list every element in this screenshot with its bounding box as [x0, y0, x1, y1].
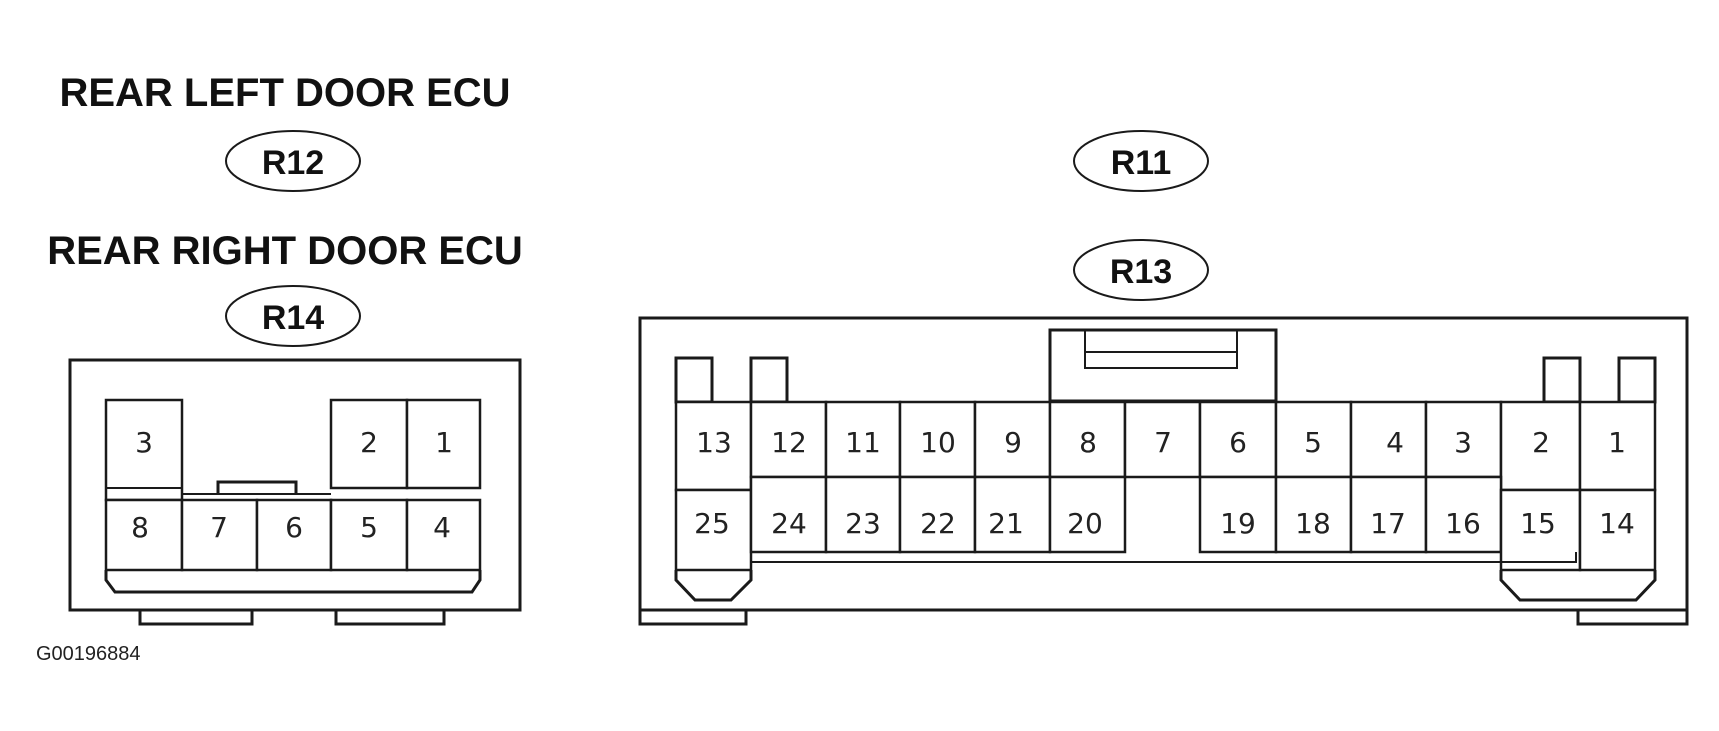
- large-pin-10: 10: [920, 426, 956, 459]
- r11-oval: R11: [1073, 130, 1209, 192]
- large-latch-left: [638, 610, 748, 626]
- large-pin-2: 2: [1532, 426, 1550, 459]
- small-cell-6: [255, 498, 333, 572]
- r12-oval: R12: [225, 130, 361, 192]
- small-pin-6: 6: [285, 511, 303, 544]
- large-pin-1: 1: [1608, 426, 1626, 459]
- large-pin-3: 3: [1454, 426, 1472, 459]
- small-cell-2: [329, 398, 409, 490]
- large-pin-21: 21: [988, 507, 1024, 540]
- large-lock-housing: [1048, 328, 1278, 403]
- small-pin-2: 2: [360, 426, 378, 459]
- large-pin-16: 16: [1445, 507, 1481, 540]
- large-pin-13: 13: [696, 426, 732, 459]
- small-cell-3: [104, 398, 184, 502]
- large-pin-7: 7: [1154, 426, 1172, 459]
- small-latch-left: [138, 610, 254, 626]
- large-pin-9: 9: [1004, 426, 1022, 459]
- large-pin-14: 14: [1599, 507, 1635, 540]
- large-pin-20: 20: [1067, 507, 1103, 540]
- large-pin-17: 17: [1370, 507, 1406, 540]
- small-latch-right: [334, 610, 446, 626]
- rear-left-door-ecu-heading: REAR LEFT DOOR ECU: [59, 71, 510, 115]
- post-2: [749, 356, 789, 404]
- small-shoulder: [104, 570, 482, 594]
- large-latch-right: [1576, 610, 1689, 626]
- small-connector: 3 2 1 8 7 6 5 4: [68, 358, 522, 626]
- r14-label: R14: [262, 299, 324, 337]
- small-cell-7: [180, 498, 259, 572]
- large-pin-18: 18: [1295, 507, 1331, 540]
- small-pin-5: 5: [360, 511, 378, 544]
- small-cell-1: [405, 398, 482, 490]
- small-pin-1: 1: [435, 426, 453, 459]
- large-pin-5: 5: [1304, 426, 1322, 459]
- large-lock-window: [1084, 329, 1238, 369]
- large-pin-25: 25: [694, 507, 730, 540]
- post-1: [674, 356, 714, 404]
- r11-label: R11: [1111, 144, 1172, 182]
- small-cell-4: [405, 498, 482, 572]
- large-pin-11: 11: [845, 426, 881, 459]
- post-4: [1617, 356, 1657, 404]
- large-connector: 13 12 11 10 9 8 7 6 5 4 3 2 1 25 24 23 2…: [638, 316, 1689, 626]
- large-shoulder-right: [1499, 570, 1657, 602]
- small-pin-8: 8: [131, 511, 149, 544]
- rear-right-door-ecu-heading: REAR RIGHT DOOR ECU: [47, 229, 523, 273]
- small-polarizing-key: [216, 480, 298, 494]
- large-pin-4: 4: [1386, 426, 1404, 459]
- large-pin-24: 24: [771, 507, 807, 540]
- small-pin-3: 3: [135, 426, 153, 459]
- large-pin-19: 19: [1220, 507, 1256, 540]
- small-cell-5: [329, 498, 409, 572]
- large-pin-8: 8: [1079, 426, 1097, 459]
- large-pin-23: 23: [845, 507, 881, 540]
- large-shoulder-left: [674, 570, 753, 602]
- large-pin-15: 15: [1520, 507, 1556, 540]
- figure-id: G00196884: [36, 643, 141, 665]
- r13-label: R13: [1110, 253, 1172, 291]
- post-3: [1542, 356, 1582, 404]
- r14-oval: R14: [225, 285, 361, 347]
- r12-label: R12: [262, 144, 324, 182]
- small-pin-7: 7: [210, 511, 228, 544]
- large-pin-22: 22: [920, 507, 956, 540]
- large-pin-12: 12: [771, 426, 807, 459]
- r13-oval: R13: [1073, 239, 1209, 301]
- small-connector-housing: [68, 358, 522, 612]
- small-pin-4: 4: [433, 511, 451, 544]
- large-pin-6: 6: [1229, 426, 1247, 459]
- large-connector-housing: [638, 316, 1689, 612]
